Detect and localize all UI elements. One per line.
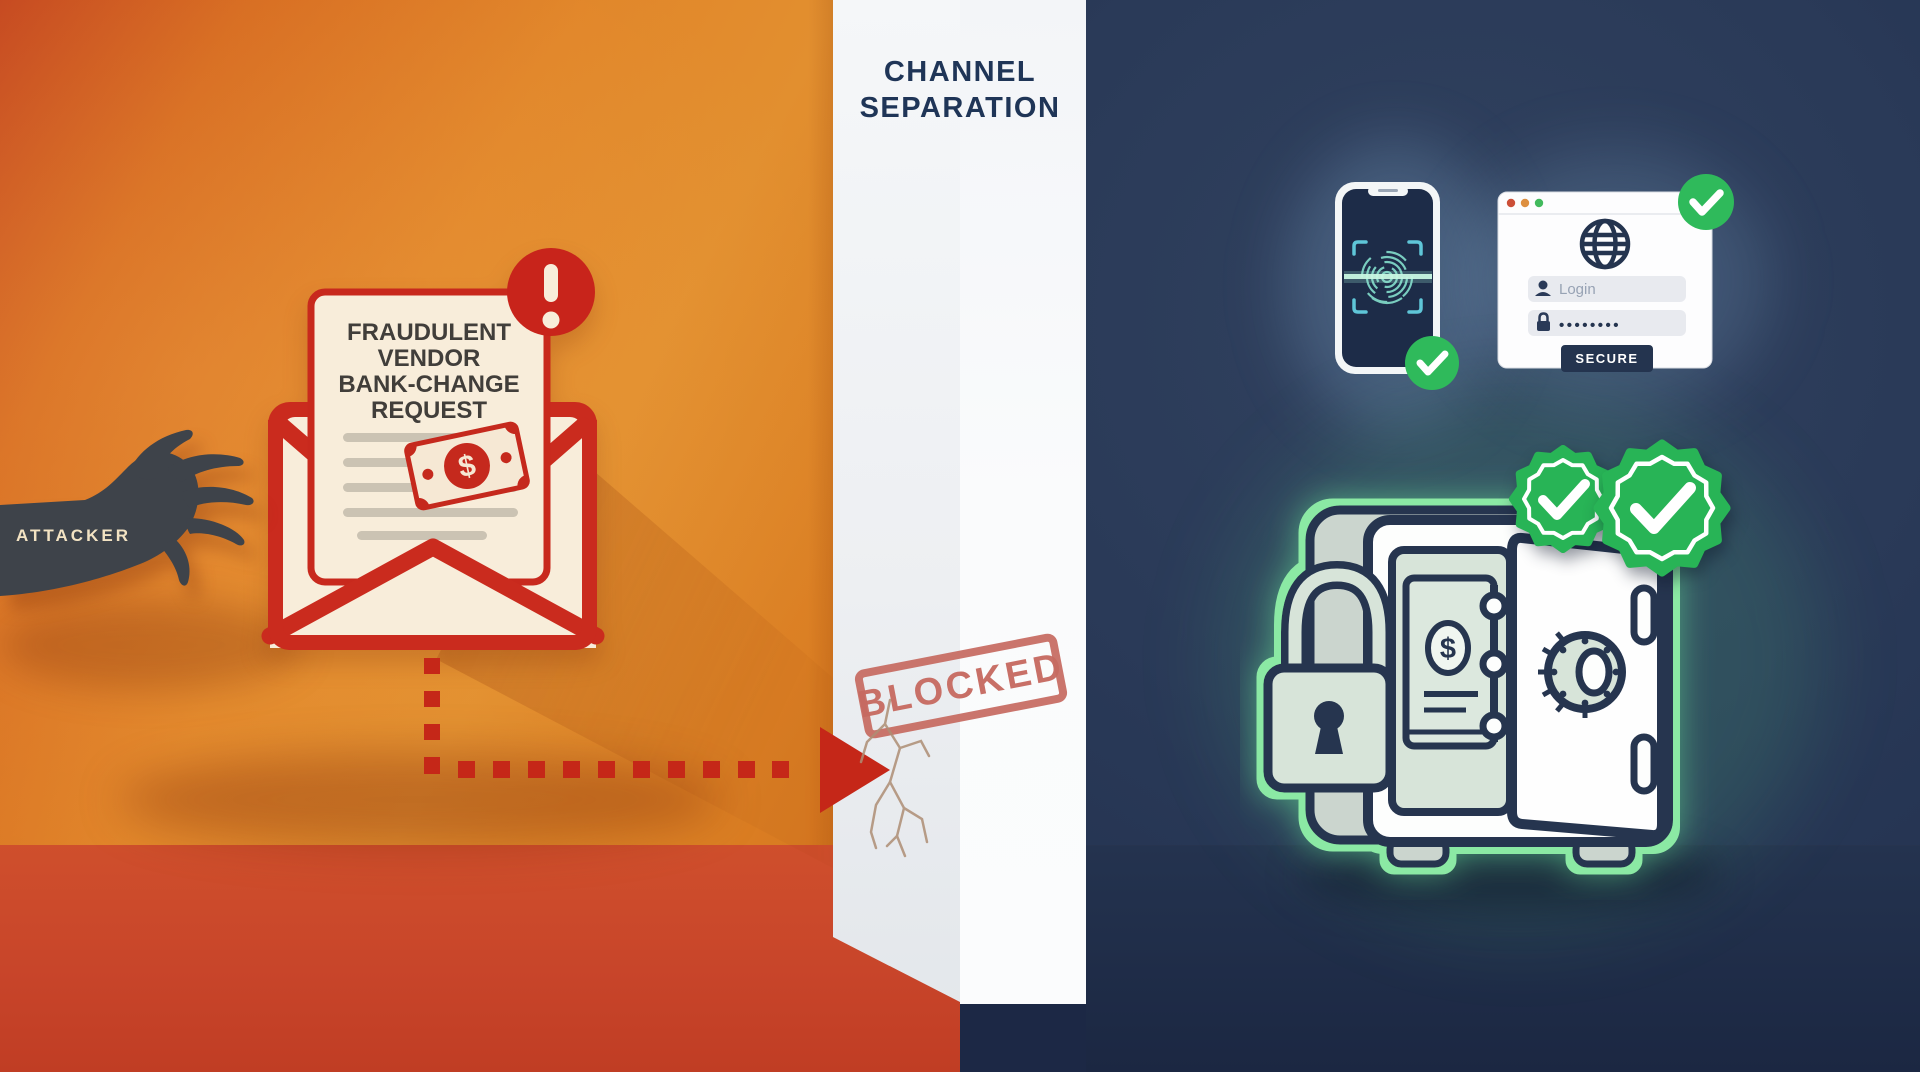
password-mask: •••••••• (1559, 317, 1621, 334)
divider-wall-right (960, 0, 1086, 1004)
browser-check-icon (1678, 174, 1734, 230)
login-placeholder: Login (1559, 281, 1596, 298)
fraud-envelope-illustration: FRAUDULENT VENDOR BANK-CHANGE REQUEST (261, 248, 605, 650)
window-dot-red (1506, 198, 1516, 208)
alert-icon (507, 248, 595, 336)
vault-illustration: $ (1263, 439, 1731, 868)
divider-wall-left (833, 0, 960, 1002)
envelope-ground-shadow (120, 752, 720, 847)
letter-line-4: REQUEST (371, 397, 487, 424)
user-icon (1535, 280, 1551, 296)
letter-line-3: BANK-CHANGE (338, 371, 519, 398)
attacker-side-floor (0, 845, 960, 1072)
ledger-icon: $ (1402, 574, 1509, 750)
band-edge-shade (808, 0, 833, 845)
window-dot-orange (1520, 198, 1530, 208)
password-field: •••••••• (1528, 310, 1686, 336)
vault-dial-icon (1538, 631, 1626, 718)
letter-line-1: FRAUDULENT (347, 319, 511, 346)
letter-line-2: VENDOR (378, 345, 481, 372)
divider-under-shadow (960, 1004, 1086, 1072)
ledger-dollar: $ (1440, 633, 1456, 665)
bill-dollar: $ (456, 449, 479, 485)
globe-icon (1579, 218, 1631, 270)
vault-door (1507, 532, 1667, 841)
secure-button: SECURE (1561, 345, 1653, 372)
attacker-hand-silhouette (0, 429, 254, 596)
browser-window-illustration: Login •••••••• SECURE (1497, 174, 1734, 372)
padlock-icon (1263, 560, 1395, 793)
arm-shadow (0, 600, 300, 690)
secure-side-floor (1086, 845, 1920, 1072)
wall-crack (859, 698, 931, 858)
divider-title: CHANNEL SEPARATION (859, 56, 1061, 124)
login-field: Login (1528, 276, 1686, 302)
fraud-letter: FRAUDULENT VENDOR BANK-CHANGE REQUEST (307, 288, 551, 586)
lock-icon (1537, 312, 1550, 331)
arrowhead-icon (820, 727, 890, 813)
vault-ground-shadow (1300, 840, 1720, 910)
verified-badge-large (1593, 439, 1731, 577)
secure-button-label: SECURE (1575, 351, 1638, 366)
phone-illustration (1335, 182, 1459, 390)
window-dot-green (1534, 198, 1544, 208)
scan-frame-icon (1352, 240, 1423, 314)
money-bill-icon: $ (404, 421, 530, 511)
phone-check-icon (1405, 336, 1459, 390)
attacker-label: ATTACKER (16, 526, 131, 545)
